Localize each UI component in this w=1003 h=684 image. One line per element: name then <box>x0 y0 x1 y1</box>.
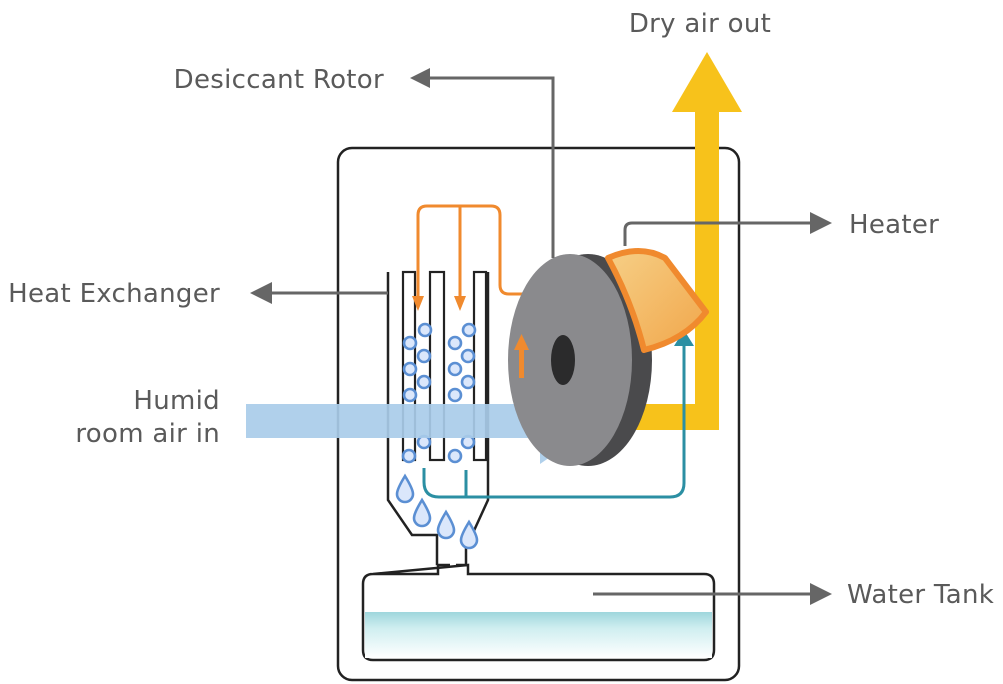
heater-leader <box>623 221 812 246</box>
water-tank <box>361 563 716 662</box>
desiccant-rotor-leader <box>425 76 555 258</box>
water-tank-arrowhead <box>810 583 832 605</box>
desiccant-rotor <box>508 254 652 466</box>
heater-arrowhead <box>810 212 832 234</box>
heat-arrow-head-2 <box>454 296 466 311</box>
heat-arrow-head-1 <box>412 296 424 311</box>
water-level <box>365 612 712 658</box>
humid-air-label-line1: Humid <box>133 386 220 416</box>
water-tank-label: Water Tank <box>847 580 994 610</box>
dry-air-flow <box>620 52 742 430</box>
rotor-up-arrow <box>514 334 529 378</box>
humid-air-label-line2: room air in <box>75 419 220 449</box>
heater-label: Heater <box>849 210 939 240</box>
heater <box>605 248 709 353</box>
desiccant-rotor-label: Desiccant Rotor <box>174 65 384 95</box>
dry-air-out-label: Dry air out <box>629 9 771 39</box>
heat-exchanger-label: Heat Exchanger <box>8 279 220 309</box>
leader-lines <box>270 76 812 596</box>
condensate-loop <box>422 344 686 499</box>
leader-arrowheads <box>250 68 832 605</box>
heat-exchanger-arrowhead <box>250 282 272 304</box>
water-droplets <box>395 473 479 550</box>
condensate-arrow-head <box>674 330 694 346</box>
desiccant-rotor-arrowhead <box>410 68 430 88</box>
condensation-bubbles <box>401 322 477 464</box>
process-heat-loop <box>416 204 540 300</box>
